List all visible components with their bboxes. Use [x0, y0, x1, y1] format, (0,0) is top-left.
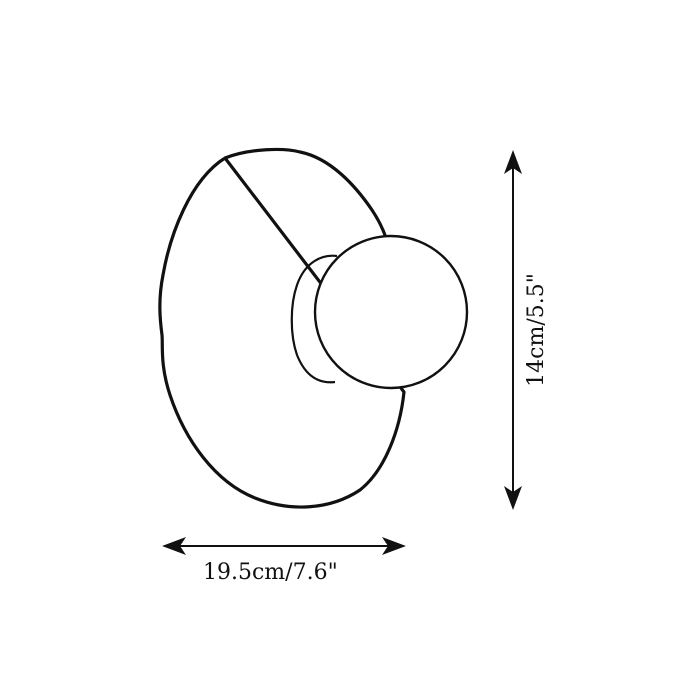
- width-label: 19.5cm/7.6": [203, 560, 338, 585]
- backplate-outline: [158, 147, 406, 509]
- width-dimension-arrow: [162, 537, 406, 555]
- globe-shade: [313, 234, 469, 390]
- height-dimension-arrow: [504, 150, 522, 510]
- height-label: 14cm/5.5": [524, 273, 549, 387]
- mount-cap: [290, 254, 338, 384]
